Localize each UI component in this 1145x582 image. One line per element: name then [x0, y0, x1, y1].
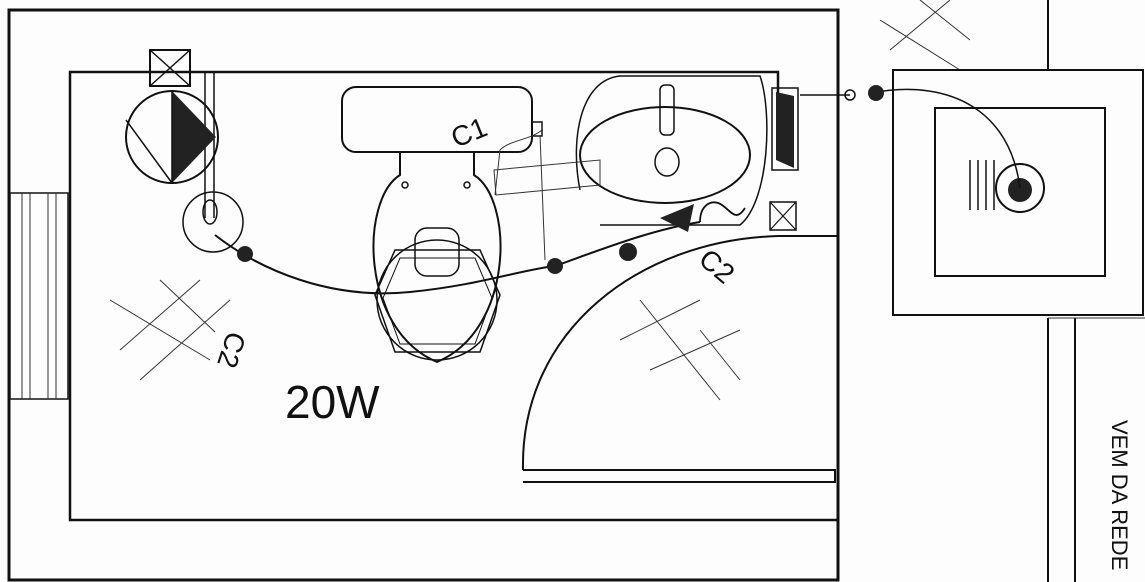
feed-label: VEM DA REDE: [1107, 420, 1132, 570]
circuit-label-c2-right: C2: [693, 243, 740, 290]
circuit-label-c1: C1: [447, 111, 492, 153]
flow-arrow: [660, 201, 746, 232]
toilet-fixture: [341, 86, 543, 364]
shower-fixture: [125, 49, 244, 253]
hatch-marks: [109, 0, 971, 401]
junction-dots: [237, 85, 884, 274]
power-label: 20W: [285, 376, 380, 428]
circuit-label-c2-lower: C2: [211, 328, 252, 372]
sink-fixture: [493, 75, 768, 226]
door-swing-arc: [521, 235, 836, 483]
left-door: [9, 192, 69, 400]
outer-walls: [7, 0, 1145, 582]
mirror-light-fixture: [769, 87, 799, 231]
external-fixture-box: [892, 69, 1144, 316]
bathroom-room-outline: [68, 70, 838, 522]
circuit-wiring: [214, 88, 1021, 295]
